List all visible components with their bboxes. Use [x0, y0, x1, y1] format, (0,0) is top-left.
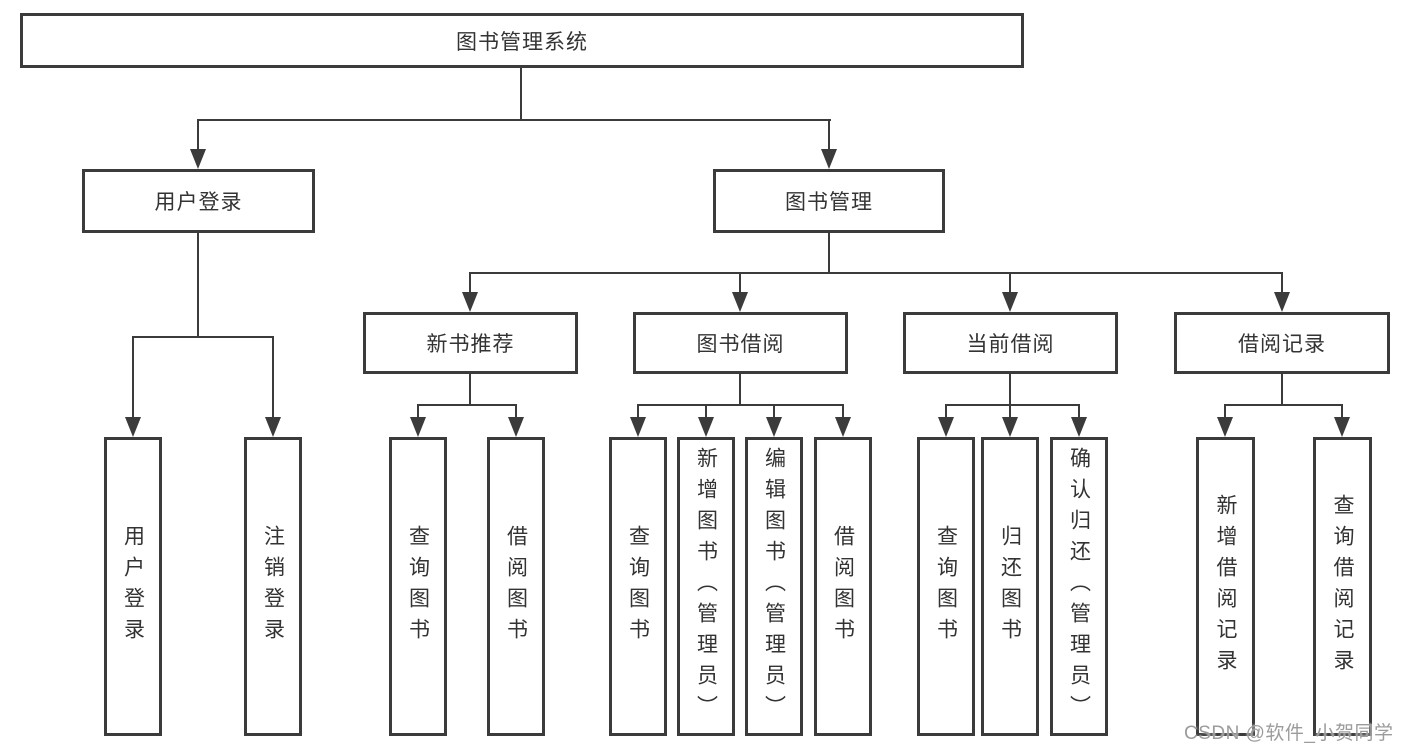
connector-vline — [828, 119, 830, 152]
leaf-label: 查询借阅记录 — [1331, 493, 1354, 680]
leaf-return-books: 归还图书 — [981, 437, 1039, 736]
node-label: 图书管理系统 — [456, 30, 588, 54]
arrowhead-down — [190, 149, 206, 169]
leaf-user-login: 用户登录 — [104, 437, 162, 736]
connector-vline — [842, 404, 844, 419]
node-current-borrowing: 当前借阅 — [903, 312, 1118, 374]
arrowhead-down — [938, 417, 954, 437]
connector-vline — [515, 404, 517, 419]
node-label: 用户登录 — [154, 191, 243, 214]
leaf-query-books-recommendation: 查询图书 — [389, 437, 447, 736]
connector-vline — [469, 272, 471, 294]
connector-vline — [272, 336, 274, 420]
node-label: 当前借阅 — [966, 333, 1055, 356]
node-label: 新书推荐 — [426, 333, 515, 356]
leaf-logout: 注销登录 — [244, 437, 302, 736]
arrowhead-down — [1002, 292, 1018, 312]
connector-vline — [1224, 404, 1226, 419]
connector-vline — [197, 233, 199, 337]
node-label: 借阅记录 — [1238, 333, 1326, 356]
arrowhead-down — [462, 292, 478, 312]
node-label: 图书借阅 — [696, 333, 785, 356]
connector-vline — [520, 68, 522, 121]
connector-vline — [1281, 374, 1283, 405]
connector-vline — [1009, 374, 1011, 405]
leaf-label: 归还图书 — [998, 524, 1022, 649]
leaf-add-borrow-record: 新增借阅记录 — [1196, 437, 1255, 736]
connector-vline — [945, 404, 947, 419]
connector-hline — [132, 336, 274, 338]
connector-vline — [469, 374, 471, 405]
arrowhead-down — [1274, 292, 1290, 312]
arrowhead-down — [125, 417, 141, 437]
leaf-label: 用户登录 — [121, 524, 145, 649]
connector-vline — [1281, 272, 1283, 294]
leaf-label: 确认归还（管理员） — [1067, 447, 1091, 726]
connector-hline — [417, 404, 517, 406]
arrowhead-down — [508, 417, 524, 437]
leaf-borrow-books-borrowing: 借阅图书 — [814, 437, 872, 736]
leaf-query-borrow-record: 查询借阅记录 — [1313, 437, 1372, 736]
leaf-label: 查询图书 — [626, 524, 650, 649]
leaf-label: 查询图书 — [406, 524, 430, 649]
node-borrowing-records: 借阅记录 — [1174, 312, 1390, 374]
leaf-label: 新增图书（管理员） — [694, 447, 718, 726]
node-user-login: 用户登录 — [82, 169, 315, 233]
node-book-borrowing: 图书借阅 — [633, 312, 848, 374]
leaf-confirm-return-admin: 确认归还（管理员） — [1050, 437, 1108, 736]
arrowhead-down — [821, 149, 837, 169]
leaf-query-books-borrowing: 查询图书 — [609, 437, 667, 736]
connector-vline — [197, 119, 199, 152]
leaf-label: 编辑图书（管理员） — [762, 447, 786, 726]
connector-vline — [1009, 404, 1011, 419]
node-label: 图书管理 — [785, 191, 873, 214]
arrowhead-down — [410, 417, 426, 437]
connector-vline — [739, 272, 741, 294]
watermark: CSDN @软件_小贺同学 — [1184, 723, 1394, 744]
arrowhead-down — [265, 417, 281, 437]
leaf-label: 查询图书 — [934, 524, 958, 649]
leaf-borrow-books-recommendation: 借阅图书 — [487, 437, 545, 736]
arrowhead-down — [698, 417, 714, 437]
connector-hline — [1224, 404, 1343, 406]
leaf-query-books-current: 查询图书 — [917, 437, 975, 736]
arrowhead-down — [1334, 417, 1350, 437]
leaf-label: 借阅图书 — [831, 524, 855, 649]
arrowhead-down — [766, 417, 782, 437]
arrowhead-down — [732, 292, 748, 312]
connector-vline — [739, 374, 741, 405]
arrowhead-down — [835, 417, 851, 437]
connector-hline — [637, 404, 844, 406]
arrowhead-down — [1071, 417, 1087, 437]
connector-vline — [1341, 404, 1343, 419]
connector-vline — [705, 404, 707, 419]
node-new-book-recommendation: 新书推荐 — [363, 312, 578, 374]
leaf-label: 借阅图书 — [504, 524, 528, 649]
leaf-edit-books-admin: 编辑图书（管理员） — [745, 437, 803, 736]
connector-vline — [1009, 272, 1011, 294]
connector-vline — [132, 336, 134, 420]
connector-hline — [469, 272, 1283, 274]
leaf-add-books-admin: 新增图书（管理员） — [677, 437, 735, 736]
arrowhead-down — [1217, 417, 1233, 437]
arrowhead-down — [1002, 417, 1018, 437]
node-library-management-system: 图书管理系统 — [20, 13, 1024, 68]
connector-vline — [828, 233, 830, 273]
leaf-label: 注销登录 — [261, 524, 285, 649]
connector-vline — [1078, 404, 1080, 419]
connector-hline — [945, 404, 1080, 406]
connector-vline — [417, 404, 419, 419]
leaf-label: 新增借阅记录 — [1214, 493, 1237, 680]
connector-vline — [637, 404, 639, 419]
connector-hline — [197, 119, 831, 121]
connector-vline — [773, 404, 775, 419]
arrowhead-down — [630, 417, 646, 437]
node-book-management: 图书管理 — [713, 169, 945, 233]
